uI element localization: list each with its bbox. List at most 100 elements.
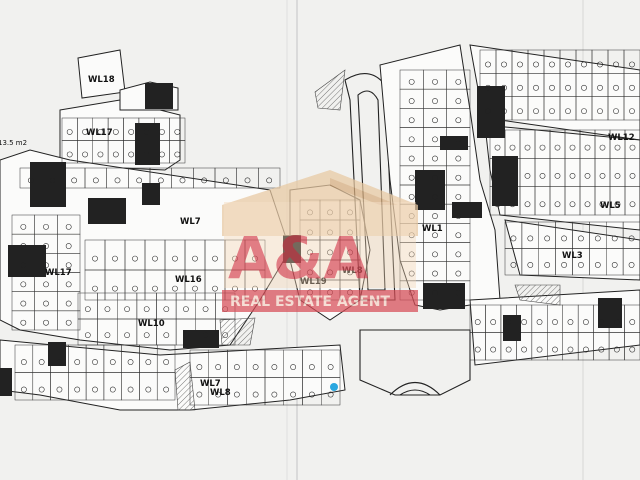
plot-number-marker — [152, 285, 158, 292]
plot-number-marker — [232, 255, 238, 262]
plot-number-marker — [510, 262, 517, 268]
plot-number-marker — [43, 262, 49, 269]
label-wl3: WL3 — [562, 251, 583, 261]
lot-parcel — [169, 140, 186, 164]
plot-number-marker — [474, 346, 481, 353]
label-wl7-bottom: WL7 — [200, 379, 221, 389]
plot-number-marker — [455, 232, 462, 239]
plot-number-marker — [112, 151, 119, 158]
plot-number-marker — [65, 262, 72, 269]
plot-number-marker — [614, 144, 621, 151]
plot-number-marker — [455, 98, 462, 104]
plot-number-marker — [565, 61, 571, 68]
plot-number-marker — [544, 235, 551, 242]
label-wl12: WL12 — [608, 133, 635, 143]
plot-number-marker — [38, 386, 45, 393]
plot-number-marker — [252, 364, 259, 370]
plot-number-marker — [196, 364, 203, 370]
plot-number-marker — [212, 255, 218, 262]
plot-number-marker — [584, 144, 591, 151]
plot-number-marker — [152, 255, 158, 262]
plot-number-marker — [145, 359, 152, 365]
plot-number-marker — [71, 177, 78, 184]
plot-number-marker — [127, 359, 134, 365]
plot-number-marker — [432, 194, 438, 200]
location-marker[interactable] — [330, 383, 338, 391]
plot-number-marker — [112, 255, 118, 262]
plot-number-marker — [569, 144, 576, 151]
plot-number-marker — [66, 129, 73, 135]
plot-number-marker — [92, 386, 98, 393]
plot-number-marker — [629, 61, 635, 68]
plot-number-marker — [124, 332, 130, 338]
plot-number-marker — [509, 144, 516, 151]
plot-number-marker — [244, 177, 251, 184]
plot-number-marker — [74, 359, 81, 365]
plot-number-marker — [524, 201, 531, 208]
plot-number-marker — [517, 108, 523, 115]
plot-number-marker — [569, 201, 576, 208]
plot-number-marker — [455, 194, 462, 200]
plot-number-marker — [501, 84, 507, 91]
plot-number-marker — [104, 306, 111, 312]
lot-subdivisions — [11, 49, 640, 406]
lot-parcel — [624, 332, 640, 361]
plot-number-marker — [92, 285, 98, 292]
plot-number-marker — [611, 262, 618, 268]
plot-number-marker — [38, 359, 45, 365]
plot-number-marker — [43, 281, 49, 288]
plot-number-marker — [524, 144, 531, 151]
plot-number-marker — [233, 391, 240, 398]
label-wl19: WL19 — [300, 277, 327, 287]
plot-number-marker — [65, 281, 72, 288]
plot-number-marker — [533, 61, 539, 68]
plot-number-marker — [581, 108, 587, 115]
plot-number-marker — [174, 151, 181, 158]
plot-number-marker — [521, 319, 527, 325]
plot-number-marker — [163, 386, 169, 393]
plot-number-marker — [554, 173, 561, 179]
plot-number-marker — [599, 173, 606, 179]
plot-number-marker — [104, 332, 111, 338]
plot-number-marker — [567, 346, 574, 353]
block-labels: WL18 WL17 WL7 WL17 WL16 WL10 WL19 WL8 WL… — [0, 75, 635, 398]
plot-number-marker — [613, 319, 620, 325]
plot-number-marker — [485, 108, 491, 115]
plot-number-marker — [43, 300, 49, 307]
area-note: 13.5 m2 — [0, 139, 27, 147]
plot-number-marker — [172, 255, 178, 262]
plot-number-marker — [614, 173, 621, 179]
plot-number-marker — [179, 177, 186, 184]
plot-number-marker — [536, 346, 543, 353]
plot-number-marker — [143, 151, 150, 158]
label-wl17-top: WL17 — [86, 128, 113, 138]
plot-number-marker — [65, 319, 72, 326]
label-wl8-bottom: WL8 — [210, 388, 231, 398]
plot-number-marker — [192, 255, 198, 262]
plot-number-marker — [233, 364, 240, 370]
plot-number-marker — [455, 251, 462, 258]
plot-number-marker — [509, 201, 516, 208]
watermark-logo-text: A&A — [228, 224, 368, 292]
plot-number-marker — [327, 364, 334, 370]
lot-parcel — [156, 372, 176, 401]
label-wl1: WL1 — [422, 224, 443, 234]
plot-number-marker — [109, 359, 116, 365]
plot-number-marker — [27, 177, 34, 184]
plot-number-marker — [201, 177, 208, 184]
plot-number-marker — [629, 319, 636, 325]
lot-parcel — [624, 186, 640, 216]
plot-number-marker — [455, 136, 462, 143]
label-wl7-mid: WL7 — [180, 217, 201, 227]
plot-number-marker — [613, 61, 619, 68]
plot-number-marker — [432, 79, 438, 85]
plot-number-marker — [172, 285, 178, 292]
plot-number-marker — [408, 194, 415, 200]
plot-number-marker — [327, 269, 333, 276]
plot-number-marker — [455, 174, 462, 181]
plot-number-marker — [613, 84, 619, 91]
plot-number-marker — [84, 306, 91, 312]
plot-number-marker — [490, 346, 497, 353]
plot-number-marker — [215, 364, 221, 370]
